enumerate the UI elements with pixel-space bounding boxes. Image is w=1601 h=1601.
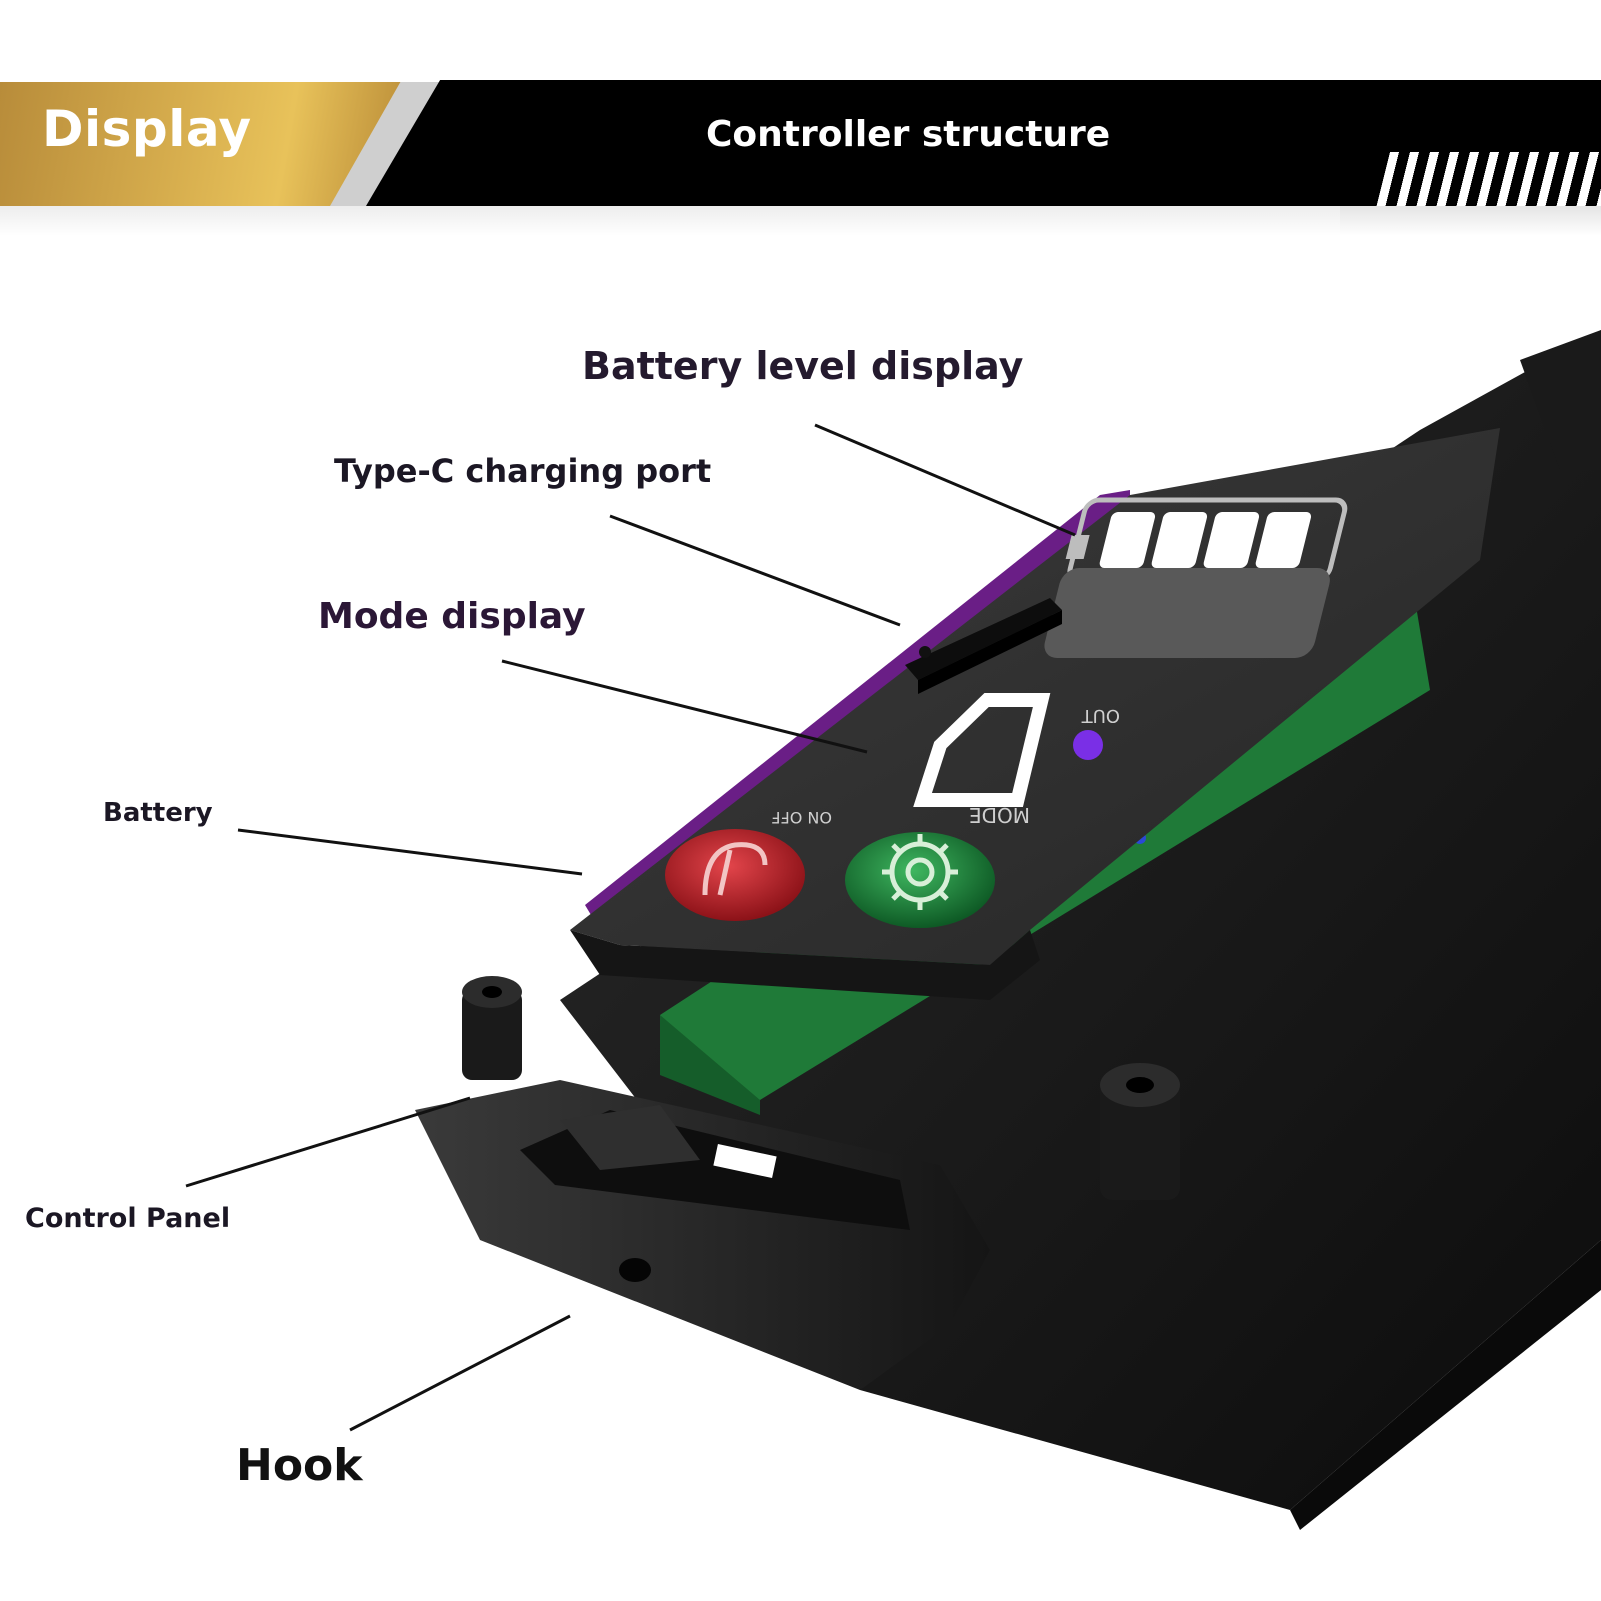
screw-post-right xyxy=(1100,1063,1180,1200)
mode-label: MODE xyxy=(969,803,1030,827)
mode-digit xyxy=(913,693,1051,807)
leader-typec xyxy=(609,514,901,627)
callout-hook: Hook xyxy=(236,1440,363,1491)
out-label: OUT xyxy=(1081,705,1120,726)
leader-mode xyxy=(501,659,868,754)
typec-port xyxy=(905,598,1062,694)
header-shadow xyxy=(0,200,1601,236)
callout-battery-level: Battery level display xyxy=(582,344,1024,388)
leader-control-panel xyxy=(185,1096,471,1188)
page-title: Controller structure xyxy=(706,114,1111,155)
hook xyxy=(415,1080,990,1390)
callout-battery: Battery xyxy=(103,798,213,828)
leader-battery xyxy=(237,828,583,876)
battery-level-indicator xyxy=(1065,497,1348,583)
power-icon xyxy=(702,842,768,896)
leader-hook xyxy=(349,1314,571,1432)
leader-lines xyxy=(185,423,1076,1432)
leader-battery-level xyxy=(814,423,1076,537)
gear-icon xyxy=(882,834,958,910)
out-indicator-led xyxy=(1073,730,1103,760)
callout-typec: Type-C charging port xyxy=(334,452,712,490)
callout-control-panel: Control Panel xyxy=(25,1203,231,1234)
display-tab-label: Display xyxy=(42,100,252,158)
screen-window xyxy=(1044,568,1330,658)
power-button[interactable] xyxy=(665,829,805,921)
display-tab xyxy=(0,82,404,206)
stripes-fade xyxy=(1340,206,1601,236)
power-label: ON OFF xyxy=(771,808,832,827)
screw-post-left xyxy=(462,976,522,1080)
callout-mode: Mode display xyxy=(318,596,586,637)
mode-button[interactable] xyxy=(845,832,995,928)
